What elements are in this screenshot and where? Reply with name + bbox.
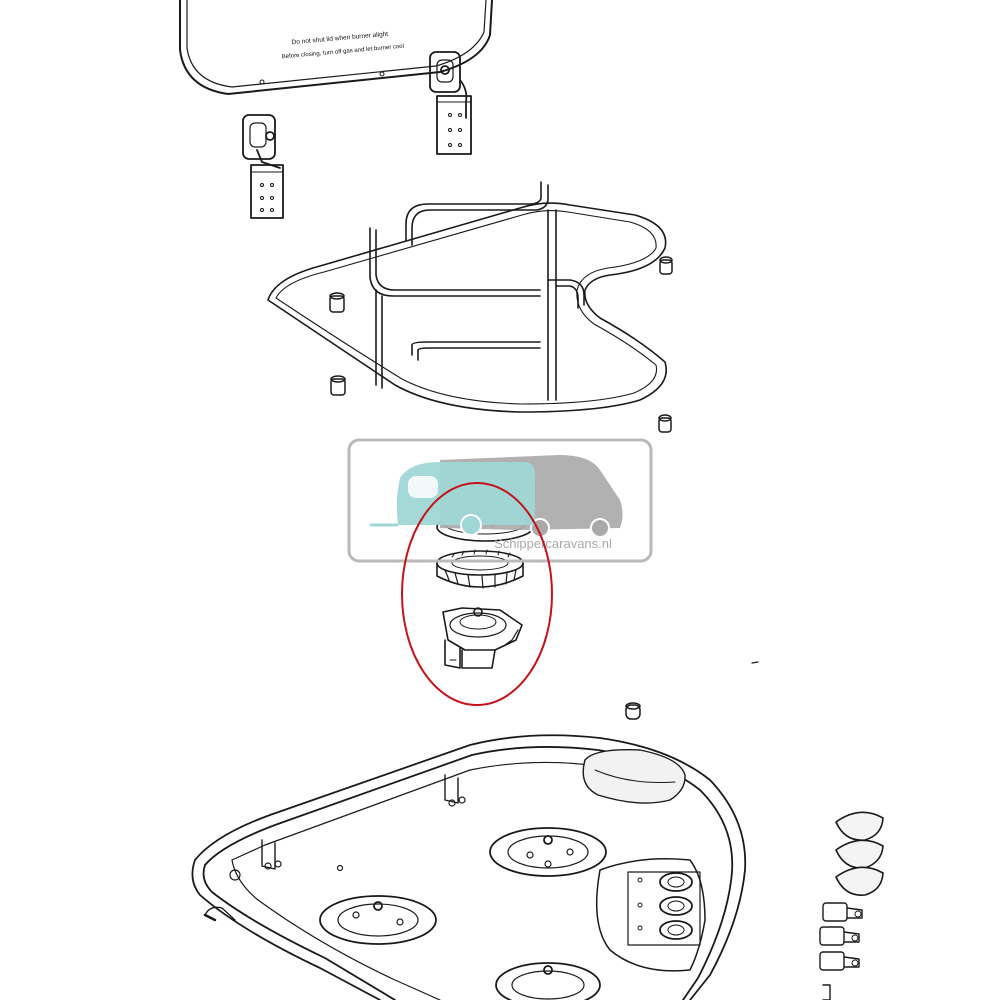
rubber-foot	[330, 375, 346, 396]
burner-base	[442, 607, 523, 669]
rubber-foot	[658, 414, 672, 433]
rubber-foot	[659, 256, 673, 275]
lid-hinge-left	[242, 114, 284, 219]
glass-lid: Do not shut lid when burner alight Befor…	[179, 0, 493, 95]
control-knob	[835, 839, 884, 869]
burner-crown	[436, 549, 524, 589]
gas-tap	[822, 902, 863, 922]
control-knob	[835, 811, 884, 841]
watermark-text: Schippercaravans.nl	[494, 536, 612, 551]
highlight-ellipse	[401, 482, 553, 706]
lid-warning-text-1: Do not shut lid when burner alight	[291, 31, 388, 46]
control-knob	[835, 866, 884, 896]
hob-tray	[191, 734, 747, 1000]
lid-warning-text-2: Before closing, turn off gas and let bur…	[282, 44, 405, 61]
lid-hinge-right	[429, 51, 472, 155]
small-plug	[625, 702, 641, 720]
rubber-foot	[329, 292, 345, 313]
watermark-logo: Schippercaravans.nl	[347, 438, 653, 563]
gas-tap	[819, 926, 860, 946]
pan-support-grid	[267, 181, 667, 413]
gas-tap	[819, 951, 860, 971]
